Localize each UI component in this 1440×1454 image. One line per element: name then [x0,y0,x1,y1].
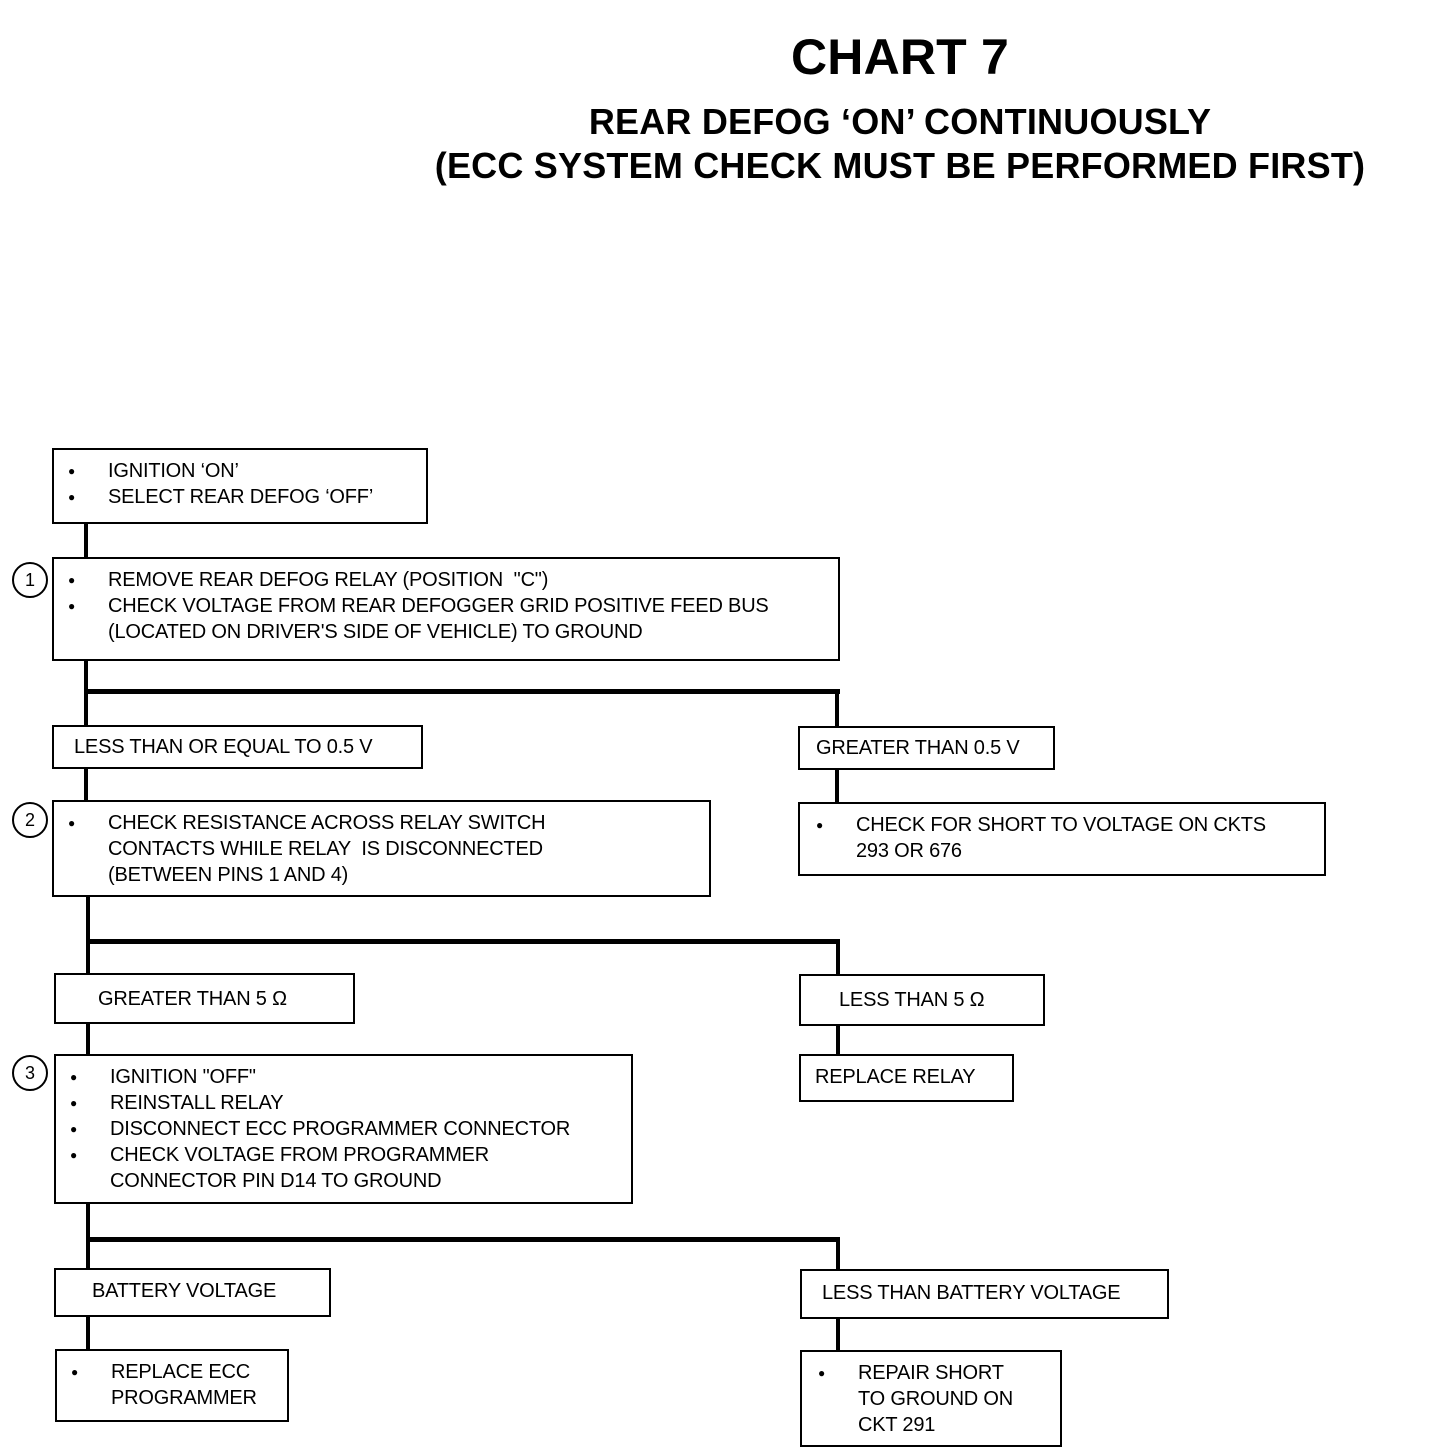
step-1-bullets: REMOVE REAR DEFOG RELAY (POSITION "C") C… [68,567,769,645]
connector-step2-left-to-step3 [86,1022,90,1056]
connector-step3-right-to-action [836,1317,840,1351]
step-3-bullet-check-voltage: CHECK VOLTAGE FROM PROGRAMMER CONNECTOR … [70,1142,570,1194]
step-3-box: IGNITION "OFF" REINSTALL RELAY DISCONNEC… [54,1054,633,1204]
step-1-action-check-short-label: CHECK FOR SHORT TO VOLTAGE ON CKTS 293 O… [816,812,1266,864]
connector-step3-trunk [86,1202,90,1270]
step-2-number: 2 [12,802,48,838]
start-bullet-select-rear-defog-off: SELECT REAR DEFOG ‘OFF’ [68,484,373,510]
step-3-number: 3 [12,1055,48,1091]
connector-start-to-step1 [84,522,88,558]
connector-step3-right-drop [836,1237,840,1271]
step-2-result-greater: GREATER THAN 5 Ω [54,973,355,1024]
step-1-box: REMOVE REAR DEFOG RELAY (POSITION "C") C… [52,557,840,661]
step-3-result-battery-voltage-label: BATTERY VOLTAGE [92,1280,277,1302]
connector-step2-right-to-action [836,1025,840,1055]
step-3-bullet-ignition-off: IGNITION "OFF" [70,1064,570,1090]
step-3-action-replace-programmer-label: REPLACE ECC PROGRAMMER [71,1359,257,1411]
step-2-action-replace-relay-label: REPLACE RELAY [815,1066,976,1088]
connector-step1-left-to-step2 [84,767,88,801]
step-3-action-repair-short: REPAIR SHORT TO GROUND ON CKT 291 [800,1350,1062,1447]
start-box: IGNITION ‘ON’ SELECT REAR DEFOG ‘OFF’ [52,448,428,524]
step-3-result-less-than-battery: LESS THAN BATTERY VOLTAGE [800,1269,1169,1319]
step-1-action-check-short: CHECK FOR SHORT TO VOLTAGE ON CKTS 293 O… [798,802,1326,876]
connector-step1-branch [84,689,840,694]
start-bullet-ignition-on: IGNITION ‘ON’ [68,458,373,484]
connector-step1-right-drop [835,689,839,727]
start-bullets: IGNITION ‘ON’ SELECT REAR DEFOG ‘OFF’ [68,458,373,510]
step-2-box: CHECK RESISTANCE ACROSS RELAY SWITCH CON… [52,800,711,897]
step-1-result-greater: GREATER THAN 0.5 V [798,726,1055,770]
chart-title: CHART 7 [790,29,1010,85]
step-3-bullets: IGNITION "OFF" REINSTALL RELAY DISCONNEC… [70,1064,570,1194]
step-3-result-battery-voltage: BATTERY VOLTAGE [54,1268,331,1317]
step-1-number: 1 [12,562,48,598]
connector-step2-branch [86,939,840,944]
connector-step1-right-to-action [835,769,839,803]
step-1-bullet-remove-relay: REMOVE REAR DEFOG RELAY (POSITION "C") [68,567,769,593]
step-2-action-replace-relay: REPLACE RELAY [799,1054,1014,1102]
step-2-result-greater-label: GREATER THAN 5 Ω [98,988,287,1010]
chart-subtitle-line-1: REAR DEFOG ‘ON’ CONTINUOUSLY [588,101,1212,142]
step-3-result-less-than-battery-label: LESS THAN BATTERY VOLTAGE [822,1282,1121,1304]
step-2-result-less-label: LESS THAN 5 Ω [839,989,985,1011]
step-1-result-less-or-equal: LESS THAN OR EQUAL TO 0.5 V [52,725,423,769]
connector-step3-branch [86,1237,840,1242]
step-1-result-greater-label: GREATER THAN 0.5 V [816,737,1020,759]
connector-step2-right-drop [836,939,840,975]
step-3-bullet-disconnect-programmer: DISCONNECT ECC PROGRAMMER CONNECTOR [70,1116,570,1142]
step-2-bullets: CHECK RESISTANCE ACROSS RELAY SWITCH CON… [68,810,546,888]
step-1-bullet-check-voltage: CHECK VOLTAGE FROM REAR DEFOGGER GRID PO… [68,593,769,645]
connector-step2-trunk [86,896,90,974]
step-3-bullet-reinstall-relay: REINSTALL RELAY [70,1090,570,1116]
step-3-action-repair-short-label: REPAIR SHORT TO GROUND ON CKT 291 [818,1360,1013,1438]
step-2-result-less: LESS THAN 5 Ω [799,974,1045,1026]
step-2-bullet-check-resistance: CHECK RESISTANCE ACROSS RELAY SWITCH CON… [68,810,546,888]
connector-step3-left-to-action [86,1315,90,1350]
step-1-result-less-or-equal-label: LESS THAN OR EQUAL TO 0.5 V [74,736,373,758]
step-3-action-replace-programmer: REPLACE ECC PROGRAMMER [55,1349,289,1422]
chart-subtitle-line-2: (ECC SYSTEM CHECK MUST BE PERFORMED FIRS… [434,145,1366,186]
